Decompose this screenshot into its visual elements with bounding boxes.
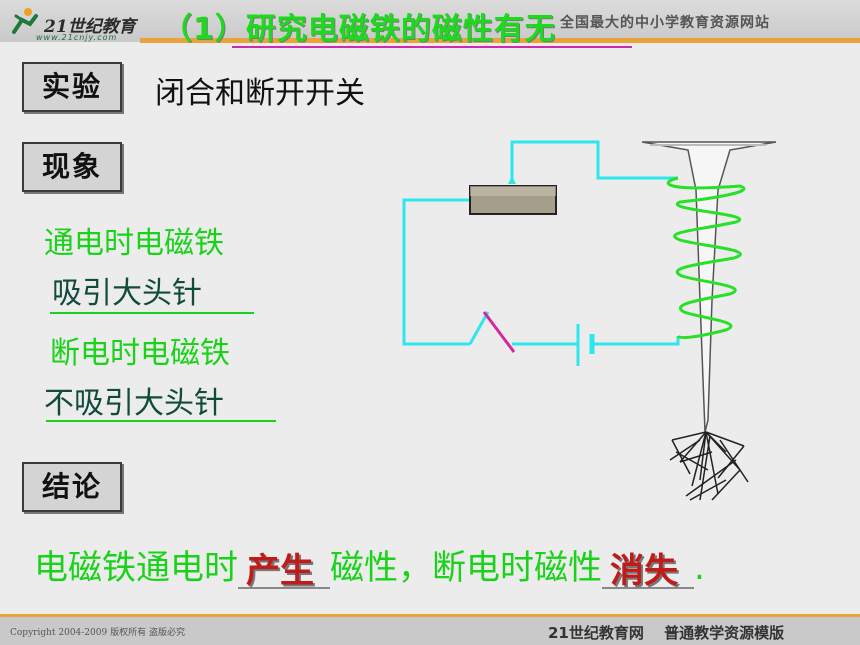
answer-blank-1: 产生: [238, 551, 330, 591]
wire-top: [510, 140, 678, 184]
observation-line-1: 通电时电磁铁: [44, 226, 224, 261]
switch-lever: [468, 311, 490, 345]
observation-line-4: 不吸引大头针: [44, 386, 224, 421]
wire-left: [402, 198, 470, 346]
footer-divider: [0, 614, 860, 617]
copyright-text: Copyright 2004-2009 版权所有 盗版必究: [10, 628, 185, 638]
header-band: 21世纪教育 www.21cnjy.com 全国最大的中小学教育资源网站: [0, 0, 860, 43]
conclusion-part-1: 电磁铁通电时: [34, 548, 238, 588]
footer-brand: 21世纪教育网 普通教学资源模版: [548, 624, 785, 642]
conclusion-sentence: 电磁铁通电时产生磁性，断电时磁性消失.: [34, 540, 705, 591]
footer-band: Copyright 2004-2009 版权所有 盗版必究 21世纪教育网 普通…: [0, 617, 860, 645]
header-tagline: 全国最大的中小学教育资源网站: [560, 15, 770, 31]
iron-nail: [641, 141, 777, 433]
coil: [666, 176, 746, 340]
conclusion-part-2: 磁性，断电时磁性: [330, 548, 602, 588]
observation-underline-1: [50, 312, 254, 314]
phenomenon-label: 现象: [22, 142, 122, 192]
header-divider: [140, 38, 860, 43]
observation-line-3: 断电时电磁铁: [50, 336, 230, 371]
pins-cluster: [669, 431, 749, 501]
wire-right: [592, 336, 680, 346]
answer-blank-2: 消失: [602, 551, 694, 591]
logo-url: www.21cnjy.com: [36, 33, 118, 42]
conclusion-label: 结论: [22, 462, 122, 512]
logo: 21世纪教育 www.21cnjy.com: [6, 6, 146, 42]
logo-text: 21世纪教育: [44, 17, 136, 37]
runner-logo-icon: [12, 8, 38, 34]
switch-blade: [482, 311, 516, 353]
observation-underline-2: [46, 420, 276, 422]
title-underline: [232, 46, 632, 48]
answer-produce: 产生: [246, 551, 314, 591]
wire-arrow: [508, 176, 516, 184]
page-title: （1）研究电磁铁的磁性有无: [162, 12, 556, 47]
answer-disappear: 消失: [610, 551, 678, 591]
circuit-wires: [402, 140, 680, 346]
conclusion-period: .: [694, 548, 705, 588]
experiment-label: 实验: [22, 62, 122, 112]
experiment-text: 闭合和断开开关: [155, 76, 365, 111]
observation-line-2: 吸引大头针: [52, 276, 202, 311]
rheostat-highlight: [470, 186, 556, 196]
